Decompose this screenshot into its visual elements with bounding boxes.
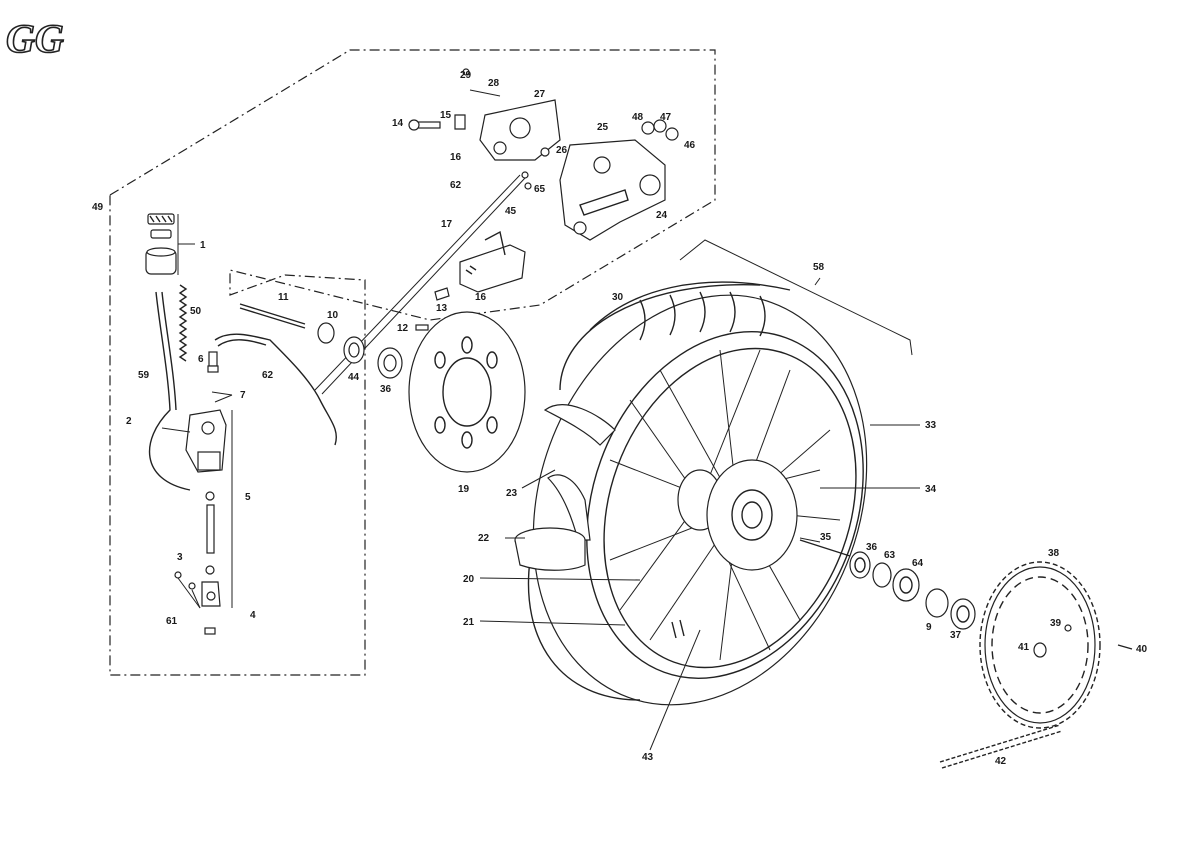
callout-39: 39 bbox=[1050, 618, 1062, 629]
callout-58: 58 bbox=[813, 262, 825, 273]
brake-disc bbox=[408, 311, 526, 473]
spring bbox=[178, 284, 188, 362]
callout-29: 29 bbox=[460, 70, 472, 81]
callout-17: 17 bbox=[441, 219, 453, 230]
callout-23: 23 bbox=[506, 488, 518, 499]
callout-65: 65 bbox=[534, 184, 546, 195]
wheel-group-bracket bbox=[679, 239, 913, 356]
leader-lines bbox=[177, 391, 920, 751]
callout-13: 13 bbox=[436, 303, 448, 314]
callout-35: 35 bbox=[820, 532, 832, 543]
wheel-hub bbox=[677, 459, 798, 571]
callout-42: 42 bbox=[995, 756, 1007, 767]
callout-62-lower: 62 bbox=[262, 370, 274, 381]
callout-45: 45 bbox=[505, 206, 517, 217]
callout-22: 22 bbox=[478, 533, 490, 544]
callout-27: 27 bbox=[534, 89, 546, 100]
callout-25: 25 bbox=[597, 122, 609, 133]
callout-36-left: 36 bbox=[380, 384, 392, 395]
callout-11: 11 bbox=[278, 292, 289, 303]
callout-4: 4 bbox=[250, 610, 256, 621]
callout-59: 59 bbox=[138, 370, 150, 381]
caliper-bracket bbox=[559, 119, 679, 241]
tube-and-rim-strip bbox=[514, 404, 685, 639]
callout-24: 24 bbox=[656, 210, 668, 221]
callout-33: 33 bbox=[925, 420, 937, 431]
callout-26: 26 bbox=[556, 145, 568, 156]
callout-34: 34 bbox=[925, 484, 937, 495]
brake-pads bbox=[434, 230, 526, 301]
reservoir-hose bbox=[148, 291, 191, 491]
brand-logo: GG bbox=[6, 16, 64, 61]
callout-15: 15 bbox=[440, 110, 452, 121]
callout-61: 61 bbox=[166, 616, 178, 627]
callout-37: 37 bbox=[950, 630, 962, 641]
callout-1: 1 bbox=[200, 240, 206, 251]
callout-28: 28 bbox=[488, 78, 500, 89]
callout-48: 48 bbox=[632, 112, 644, 123]
callout-5: 5 bbox=[245, 492, 251, 503]
callout-20: 20 bbox=[463, 574, 475, 585]
callout-21: 21 bbox=[463, 617, 475, 628]
callout-64: 64 bbox=[912, 558, 924, 569]
callout-labels: 1 2 3 4 5 6 7 9 10 11 12 13 14 15 16 16 … bbox=[92, 70, 1148, 767]
callout-16-pads: 16 bbox=[475, 292, 487, 303]
callout-63: 63 bbox=[884, 550, 896, 561]
rear-sprocket bbox=[979, 561, 1133, 729]
right-side-bearings bbox=[799, 539, 976, 630]
callout-62-upper: 62 bbox=[450, 180, 462, 191]
callout-3: 3 bbox=[177, 552, 183, 563]
callout-40: 40 bbox=[1136, 644, 1148, 655]
callout-10: 10 bbox=[327, 310, 339, 321]
callout-2: 2 bbox=[126, 416, 132, 427]
callout-19: 19 bbox=[458, 484, 470, 495]
rear-axle bbox=[239, 303, 429, 379]
callout-38: 38 bbox=[1048, 548, 1060, 559]
callout-12: 12 bbox=[397, 323, 409, 334]
callout-43: 43 bbox=[642, 752, 654, 763]
callout-44: 44 bbox=[348, 372, 360, 383]
callout-6: 6 bbox=[198, 354, 204, 365]
push-rod bbox=[174, 491, 221, 635]
callout-14: 14 bbox=[392, 118, 404, 129]
callout-9: 9 bbox=[926, 622, 932, 633]
brake-reservoir bbox=[145, 213, 195, 275]
callout-41: 41 bbox=[1018, 642, 1030, 653]
callout-49: 49 bbox=[92, 202, 104, 213]
master-cylinder bbox=[161, 409, 233, 608]
callout-50: 50 bbox=[190, 306, 202, 317]
drive-chain bbox=[939, 724, 1063, 769]
callout-47: 47 bbox=[660, 112, 672, 123]
callout-36-right: 36 bbox=[866, 542, 878, 553]
callout-16-caliper: 16 bbox=[450, 152, 462, 163]
callout-7: 7 bbox=[240, 390, 246, 401]
brake-assembly-boundary bbox=[109, 49, 716, 676]
callout-46: 46 bbox=[684, 140, 696, 151]
callout-30: 30 bbox=[612, 292, 624, 303]
brake-caliper bbox=[408, 68, 561, 190]
